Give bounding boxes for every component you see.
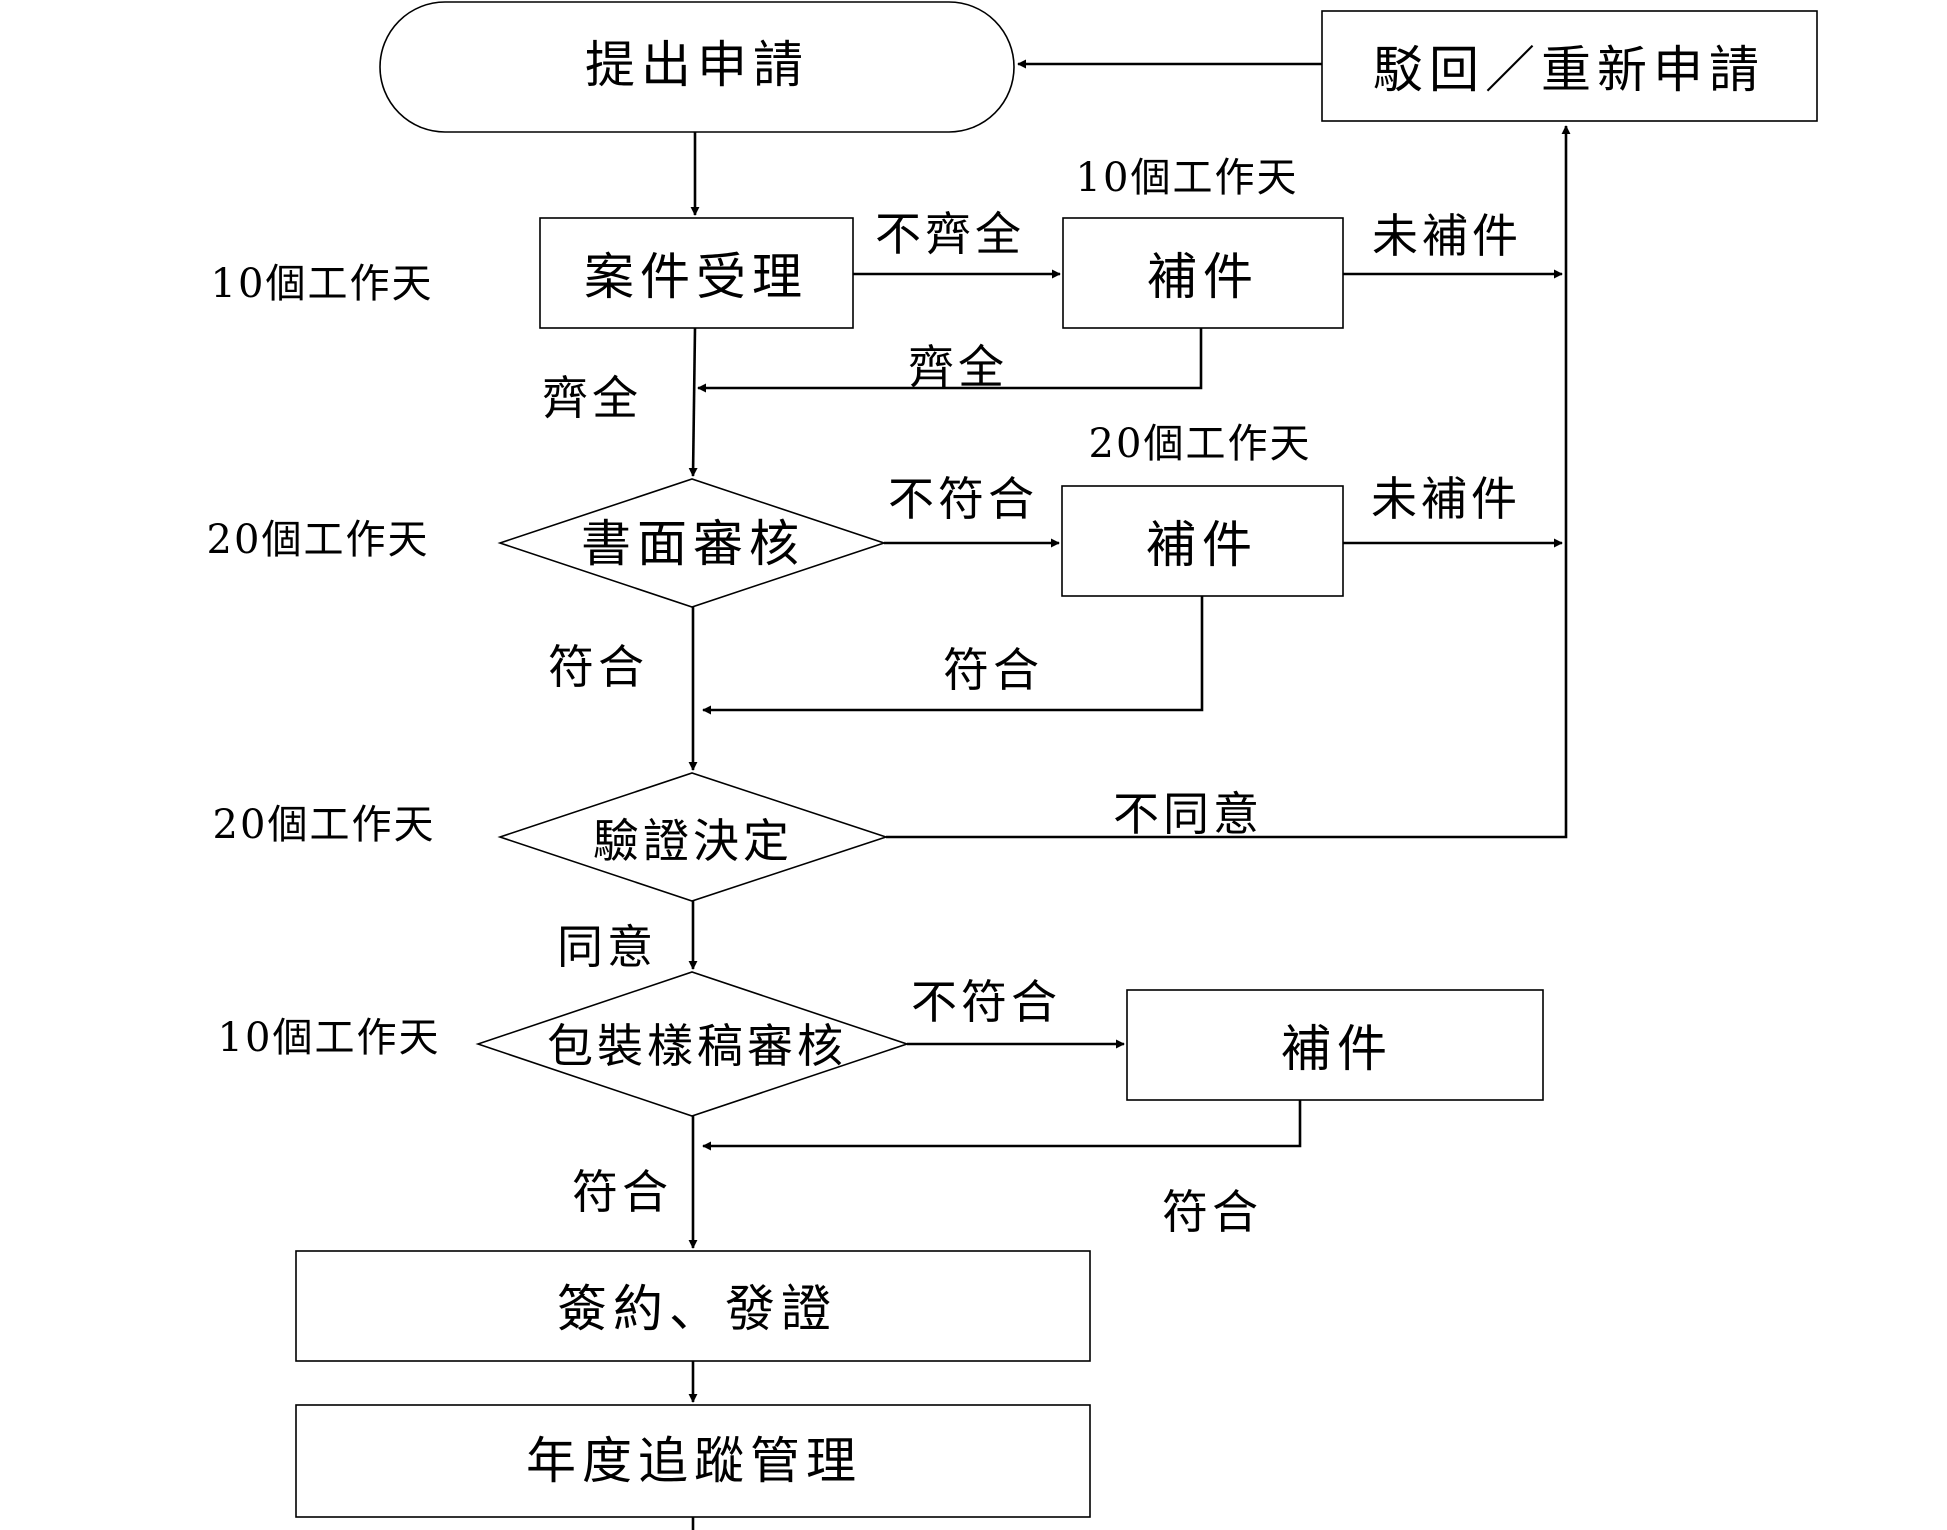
sign-issue-label: 簽約、發證 (557, 1280, 837, 1338)
supplement-1-label: 補件 (1147, 248, 1259, 306)
accept-label: 案件受理 (584, 248, 808, 306)
start-label: 提出申請 (585, 36, 809, 94)
verification-label: 驗證決定 (593, 814, 793, 868)
accept-time-limit: 10個工作天 (211, 261, 434, 307)
supplement-2-return-arrow (702, 596, 1204, 715)
verification-time-limit: 20個工作天 (213, 802, 436, 848)
package-nonconforming-label: 不符合 (911, 975, 1061, 1029)
reject-box (1321, 10, 1818, 122)
package-review-label: 包裝樣稿審核 (547, 1019, 847, 1073)
sign-issue-box (295, 1250, 1091, 1362)
supplement-box-1 (1062, 217, 1344, 329)
supplement-3-label: 補件 (1281, 1020, 1393, 1078)
document-review-time-limit: 20個工作天 (207, 517, 430, 563)
reject-label: 駁回／重新申請 (1373, 41, 1765, 99)
supplement-1-complete-label: 齊全 (908, 340, 1008, 394)
accept-incomplete-label: 不齊全 (875, 207, 1025, 261)
supplement-1-return-arrow (697, 328, 1203, 393)
package-review-time-limit: 10個工作天 (218, 1015, 441, 1061)
supplement-1-not-submitted-label: 未補件 (1372, 209, 1522, 263)
accept-to-review-arrow (688, 327, 698, 477)
accept-complete-label: 齊全 (542, 371, 642, 425)
verification-disagree-label: 不同意 (1113, 787, 1263, 841)
annual-tracking-label: 年度追蹤管理 (526, 1432, 862, 1490)
supplement-box-3 (1126, 989, 1544, 1101)
package-conforming-label: 符合 (572, 1165, 672, 1219)
review-conforming-label: 符合 (548, 640, 648, 694)
supplement-2-not-submitted-label: 未補件 (1371, 472, 1521, 526)
supplement-2-conforming-label: 符合 (943, 643, 1043, 697)
accept-box (539, 217, 854, 329)
supplement-3-conforming-label: 符合 (1162, 1185, 1262, 1239)
review-nonconforming-label: 不符合 (888, 472, 1038, 526)
supplement-3-return-arrow (702, 1100, 1302, 1151)
supplement-1-time-limit: 10個工作天 (1076, 155, 1299, 201)
supplement-2-time-limit: 20個工作天 (1089, 421, 1312, 467)
document-review-label: 書面審核 (581, 515, 805, 573)
verification-agree-label: 同意 (557, 920, 657, 974)
verification-reject-arrow (886, 125, 1571, 839)
supplement-2-label: 補件 (1146, 516, 1258, 574)
annual-tracking-box (295, 1404, 1091, 1518)
start-terminator (379, 1, 1015, 133)
